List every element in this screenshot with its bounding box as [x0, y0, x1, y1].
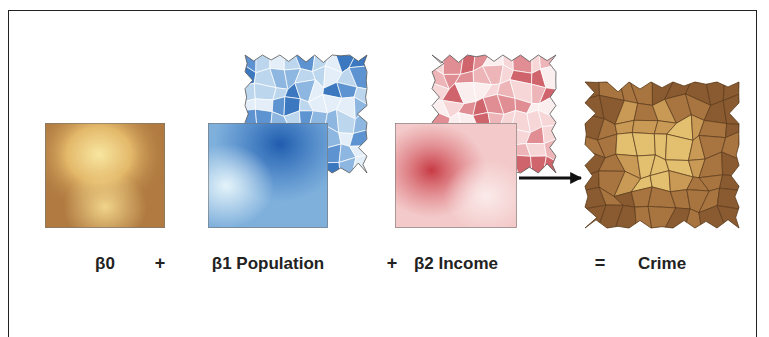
map-tiles	[585, 82, 739, 228]
surface-raster: β0	[45, 123, 165, 228]
map-tile	[526, 144, 546, 157]
variable-label: Crime	[638, 254, 686, 274]
raster-surface	[45, 123, 165, 228]
variable-label: β1 Population	[212, 254, 324, 274]
map-tile	[254, 83, 276, 100]
surface-raster: β2 Income	[395, 123, 517, 228]
map-tile	[615, 205, 636, 228]
map-outline	[585, 82, 739, 228]
crime-map: Crime	[583, 80, 741, 230]
map-tile	[723, 94, 739, 124]
map-tile	[615, 120, 634, 134]
map-tile	[632, 133, 655, 156]
surface-raster: β1 Population	[208, 123, 328, 228]
map-tile	[531, 156, 547, 173]
map-tile	[270, 55, 284, 70]
map-tile	[648, 187, 676, 208]
variable-label: β0	[95, 254, 115, 274]
map-tile	[337, 110, 356, 134]
raster-surface	[395, 123, 517, 228]
map-tile	[699, 120, 727, 137]
map-tile	[666, 134, 693, 160]
map-tile	[455, 83, 476, 104]
arrow-connector	[519, 177, 581, 180]
map-tile	[339, 157, 356, 173]
operator-sign: +	[387, 253, 398, 274]
map-tile	[455, 71, 473, 83]
map-tile	[598, 134, 617, 158]
operator-sign: +	[155, 253, 166, 274]
map-tile	[632, 120, 658, 133]
map-tile	[353, 109, 367, 133]
frame	[9, 11, 757, 337]
map-tile	[704, 101, 726, 124]
map-tile	[350, 130, 367, 146]
map-tile	[526, 127, 544, 144]
crime-polygons	[583, 80, 741, 230]
raster-surface	[208, 123, 328, 228]
map-tile	[630, 82, 652, 105]
operator-sign: =	[595, 253, 606, 274]
variable-label: β2 Income	[414, 254, 498, 274]
map-tile	[337, 82, 357, 98]
map-tile	[543, 156, 556, 173]
map-tile	[699, 152, 723, 178]
map-tile	[354, 97, 367, 119]
